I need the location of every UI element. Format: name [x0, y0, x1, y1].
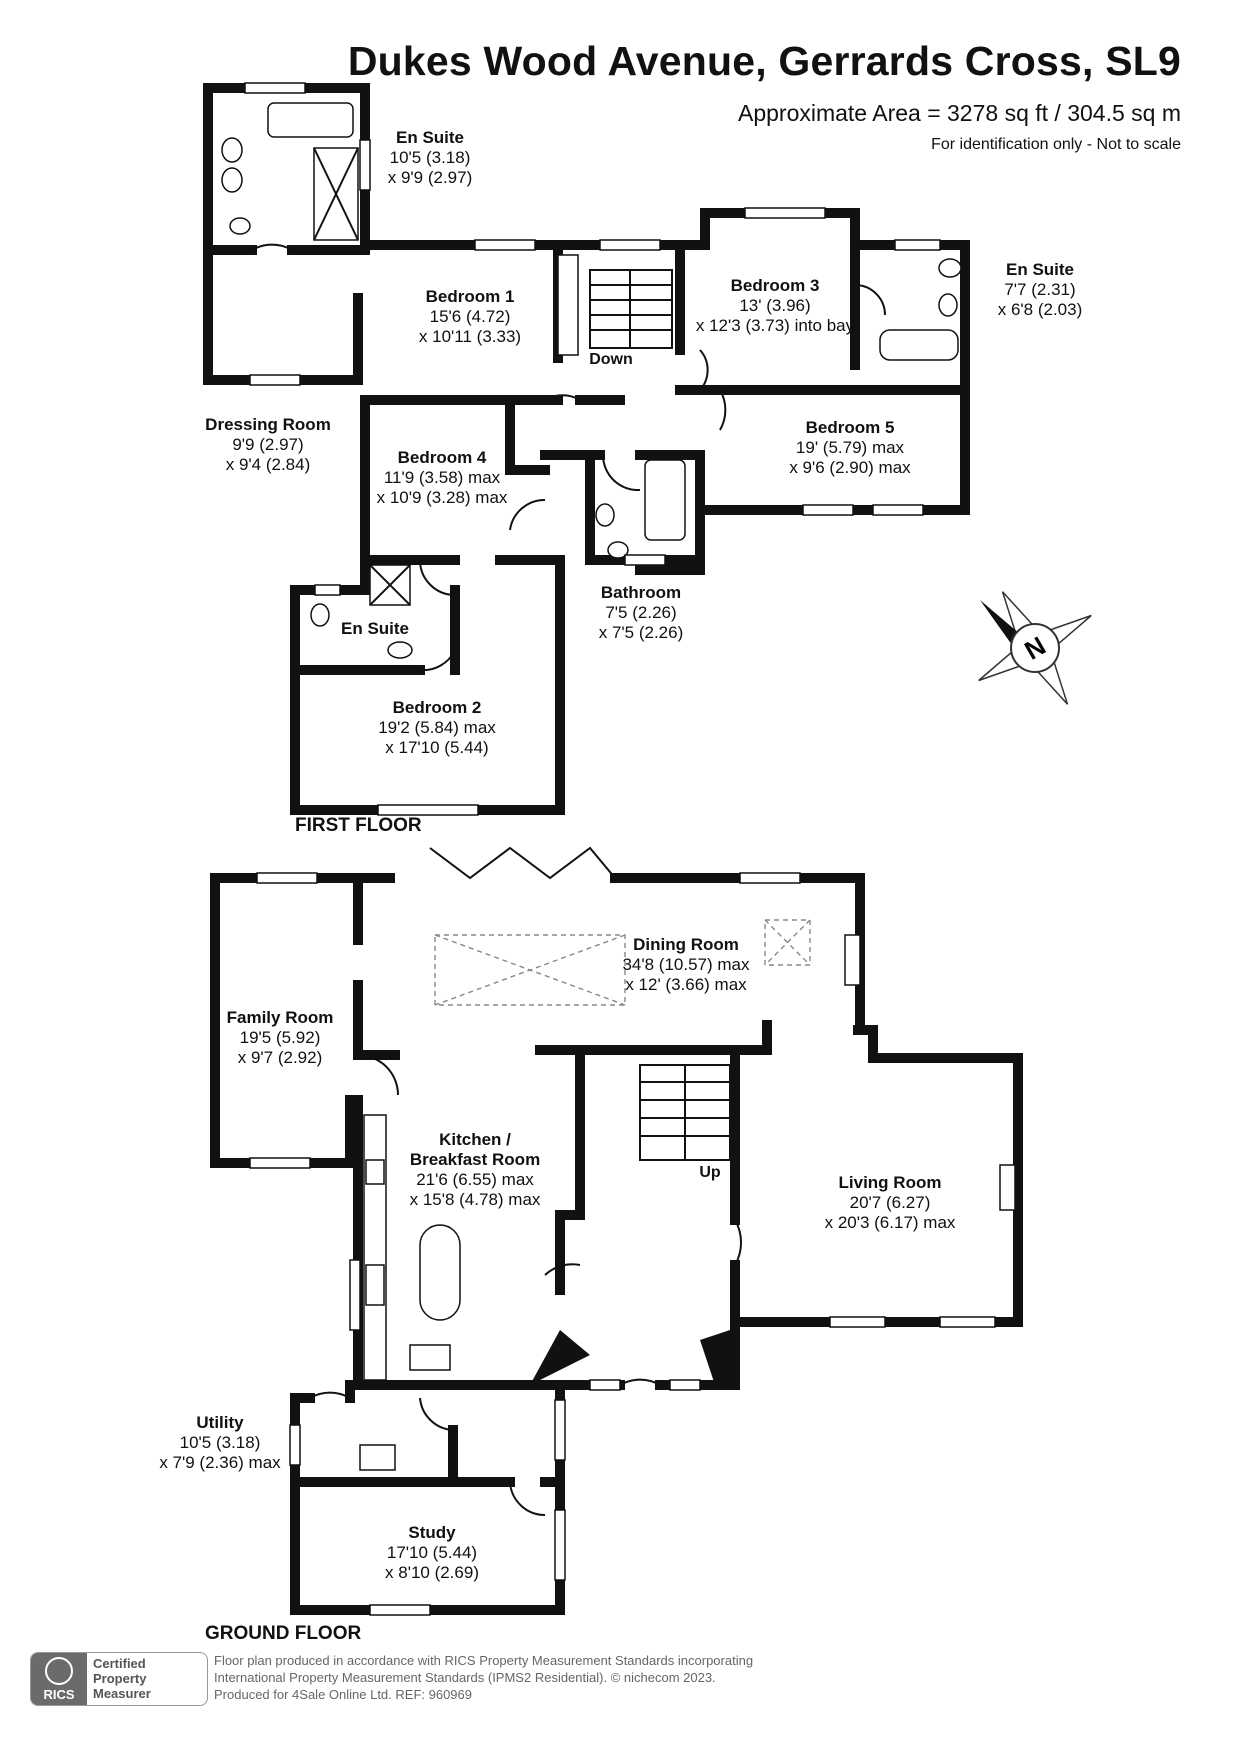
room-name: En Suite: [340, 619, 410, 638]
room-dimension: 10'5 (3.18): [179, 1433, 261, 1452]
room-dimension: 11'9 (3.58) max: [383, 468, 501, 487]
stairs-up-label: Up: [699, 1164, 721, 1181]
page-title: Dukes Wood Avenue, Gerrards Cross, SL9: [347, 38, 1181, 84]
room-name: Bathroom: [600, 583, 682, 602]
footnote-line: Produced for 4Sale Online Ltd. REF: 9609…: [214, 1687, 472, 1702]
room-kitchen-breakfast: Kitchen / Breakfast Room 21'6 (6.55) max…: [410, 1130, 541, 1210]
room-dimension: x 8'10 (2.69): [385, 1563, 479, 1582]
room-en-suite-2: En Suite: [341, 619, 409, 639]
room-dimension: 17'10 (5.44): [386, 1543, 478, 1562]
room-en-suite-3: En Suite 7'7 (2.31) x 6'8 (2.03): [998, 260, 1083, 320]
room-dimension: 19' (5.79) max: [795, 438, 905, 457]
room-en-suite-1: En Suite 10'5 (3.18) x 9'9 (2.97): [388, 128, 473, 188]
room-name: Bedroom 4: [397, 448, 487, 467]
room-dimension: 15'6 (4.72): [429, 307, 511, 326]
badge-line: Measurer: [93, 1686, 151, 1701]
room-dressing-room: Dressing Room 9'9 (2.97) x 9'4 (2.84): [205, 415, 331, 475]
room-dimension: 20'7 (6.27): [849, 1193, 931, 1212]
room-name: Living Room: [838, 1173, 942, 1192]
footnote-line: International Property Measurement Stand…: [214, 1670, 716, 1685]
room-name: Study: [408, 1523, 456, 1542]
room-dimension: x 6'8 (2.03): [997, 300, 1083, 319]
room-bedroom-2: Bedroom 2 19'2 (5.84) max x 17'10 (5.44): [378, 698, 496, 758]
room-dimension: x 7'9 (2.36) max: [159, 1453, 281, 1472]
rics-certified-badge: RICS Certified Property Measurer: [30, 1652, 208, 1706]
room-name: Bedroom 3: [730, 276, 820, 295]
room-study: Study 17'10 (5.44) x 8'10 (2.69): [385, 1523, 479, 1583]
badge-line: Property: [93, 1671, 147, 1686]
rics-logo: RICS: [31, 1653, 87, 1705]
first-floor-heading: FIRST FLOOR: [295, 815, 422, 836]
room-name: Bedroom 1: [425, 287, 515, 306]
room-dimension: 21'6 (6.55) max: [416, 1170, 534, 1189]
room-bedroom-4: Bedroom 4 11'9 (3.58) max x 10'9 (3.28) …: [377, 448, 508, 508]
room-name: En Suite: [1005, 260, 1075, 279]
room-dimension: x 12'3 (3.73) into bay: [695, 316, 855, 335]
room-bedroom-3: Bedroom 3 13' (3.96) x 12'3 (3.73) into …: [696, 276, 854, 336]
room-dimension: x 10'9 (3.28) max: [376, 488, 508, 507]
room-dimension: x 9'9 (2.97): [387, 168, 473, 187]
room-name: Bedroom 2: [392, 698, 482, 717]
room-name: Family Room: [226, 1008, 334, 1027]
room-name: En Suite: [395, 128, 465, 147]
room-dimension: 10'5 (3.18): [389, 148, 471, 167]
room-bedroom-5: Bedroom 5 19' (5.79) max x 9'6 (2.90) ma…: [789, 418, 910, 478]
certified-measurer-text: Certified Property Measurer: [87, 1653, 157, 1705]
room-dimension: x 15'8 (4.78) max: [409, 1190, 541, 1209]
room-dimension: x 9'4 (2.84): [225, 455, 311, 474]
room-bedroom-1: Bedroom 1 15'6 (4.72) x 10'11 (3.33): [419, 287, 521, 347]
room-dimension: 34'8 (10.57) max: [622, 955, 750, 974]
room-name: Dining Room: [633, 935, 739, 954]
room-dimension: 19'2 (5.84) max: [378, 718, 496, 737]
room-dimension: 7'5 (2.26): [605, 603, 677, 622]
room-dimension: x 20'3 (6.17) max: [824, 1213, 956, 1232]
room-name: Utility: [196, 1413, 244, 1432]
room-name: Kitchen /: [439, 1130, 511, 1149]
room-name: Dressing Room: [205, 415, 331, 434]
room-dimension: 9'9 (2.97): [232, 435, 304, 454]
rics-seal-icon: [45, 1656, 73, 1685]
rics-logo-text: RICS: [43, 1686, 75, 1702]
badge-line: Certified: [93, 1656, 146, 1671]
room-dimension: x 7'5 (2.26): [598, 623, 684, 642]
room-name-line-2: Breakfast Room: [409, 1150, 541, 1169]
room-utility: Utility 10'5 (3.18) x 7'9 (2.36) max: [159, 1413, 280, 1473]
area-summary: Approximate Area = 3278 sq ft / 304.5 sq…: [737, 100, 1181, 126]
room-bathroom: Bathroom 7'5 (2.26) x 7'5 (2.26): [599, 583, 684, 643]
compass-rose-icon: N: [978, 591, 1092, 705]
first-floor-fixtures: [221, 82, 962, 816]
footnote-line: Floor plan produced in accordance with R…: [214, 1653, 754, 1668]
ground-floor-walls: [210, 873, 1023, 1615]
footer: RICS Certified Property Measurer Floor p…: [30, 1652, 1210, 1712]
room-dimension: 13' (3.96): [739, 296, 811, 315]
room-dimension: 7'7 (2.31): [1004, 280, 1076, 299]
stairs-down-label: Down: [589, 351, 633, 368]
room-dimension: x 12' (3.66) max: [625, 975, 747, 994]
identification-note: For identification only - Not to scale: [931, 136, 1181, 153]
ground-floor-heading: GROUND FLOOR: [205, 1623, 362, 1644]
room-family-room: Family Room 19'5 (5.92) x 9'7 (2.92): [227, 1008, 334, 1068]
room-dimension: x 10'11 (3.33): [418, 327, 522, 346]
room-dimension: x 9'6 (2.90) max: [789, 458, 911, 477]
room-dining-room: Dining Room 34'8 (10.57) max x 12' (3.66…: [622, 935, 749, 995]
room-dimension: x 17'10 (5.44): [385, 738, 489, 757]
ground-floor-fixtures: [249, 846, 1016, 1616]
room-name: Bedroom 5: [805, 418, 895, 437]
footnote: Floor plan produced in accordance with R…: [214, 1652, 753, 1703]
room-dimension: 19'5 (5.92): [239, 1028, 321, 1047]
room-dimension: x 9'7 (2.92): [237, 1048, 323, 1067]
room-living-room: Living Room 20'7 (6.27) x 20'3 (6.17) ma…: [825, 1173, 956, 1233]
